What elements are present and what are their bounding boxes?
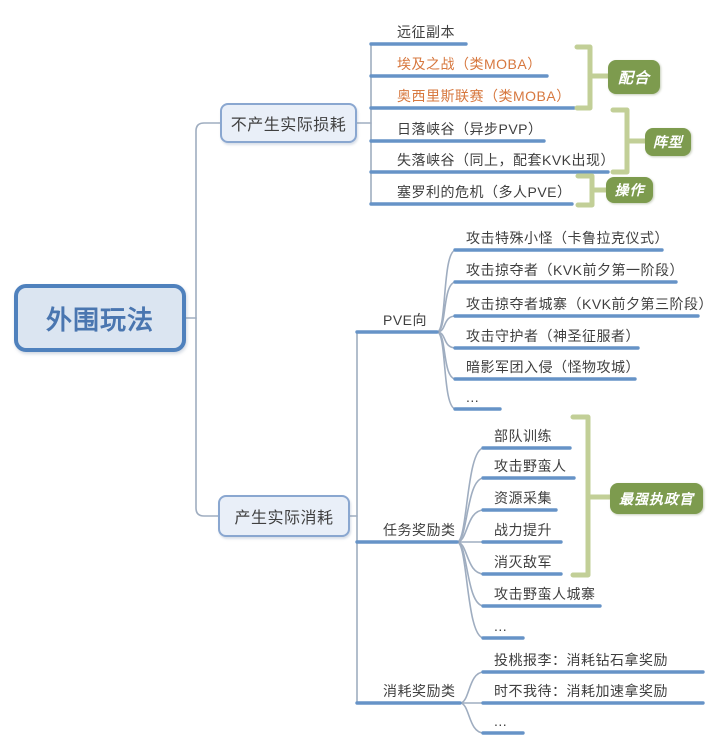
- task-leaf-1[interactable]: 攻击野蛮人: [494, 458, 567, 474]
- task-leaf-3[interactable]: 战力提升: [494, 522, 552, 538]
- group-task-reward[interactable]: 任务奖励类: [383, 522, 456, 538]
- pve-leaf-3[interactable]: 攻击守护者（神圣征服者）: [466, 328, 640, 344]
- summary-label-operation[interactable]: 操作: [606, 177, 653, 203]
- connector-lines: [185, 43, 485, 734]
- branch1-leaf-3[interactable]: 日落峡谷（异步PVP）: [397, 121, 543, 137]
- consume-leaf-2[interactable]: ...: [494, 713, 508, 729]
- summary-label-strongest-governor[interactable]: 最强执政官: [610, 483, 703, 514]
- task-leaf-2[interactable]: 资源采集: [494, 490, 552, 506]
- summary-label-formation[interactable]: 阵型: [645, 128, 691, 156]
- consume-leaf-0[interactable]: 投桃报李：消耗钻石拿奖励: [494, 652, 668, 668]
- branch1-leaf-2[interactable]: 奥西里斯联赛（类MOBA）: [397, 88, 571, 104]
- summary-brackets: [570, 44, 648, 578]
- pve-leaf-2[interactable]: 攻击掠夺者城寨（KVK前夕第三阶段）: [466, 296, 714, 312]
- branch1-leaf-4[interactable]: 失落峡谷（同上，配套KVK出现）: [397, 152, 616, 168]
- branch1-leaf-5[interactable]: 塞罗利的危机（多人PVE）: [397, 184, 572, 200]
- pve-leaf-1[interactable]: 攻击掠夺者（KVK前夕第一阶段）: [466, 262, 685, 278]
- topic-underlines: [355, 42, 705, 735]
- group-consume-reward[interactable]: 消耗奖励类: [383, 683, 456, 699]
- group-pve[interactable]: PVE向: [383, 312, 428, 328]
- task-leaf-4[interactable]: 消灭敌军: [494, 554, 552, 570]
- pve-leaf-5[interactable]: ...: [466, 389, 480, 405]
- pve-leaf-0[interactable]: 攻击特殊小怪（卡鲁拉克仪式）: [466, 230, 669, 246]
- task-leaf-0[interactable]: 部队训练: [494, 428, 552, 444]
- branch1-leaf-1[interactable]: 埃及之战（类MOBA）: [397, 56, 542, 72]
- branch-real-consumption[interactable]: 产生实际消耗: [218, 495, 350, 537]
- summary-label-cooperation[interactable]: 配合: [608, 60, 660, 94]
- pve-leaf-4[interactable]: 暗影军团入侵（怪物攻城）: [466, 359, 640, 375]
- root-topic[interactable]: 外围玩法: [14, 284, 186, 352]
- branch1-leaf-0[interactable]: 远征副本: [397, 24, 455, 40]
- consume-leaf-1[interactable]: 时不我待：消耗加速拿奖励: [494, 683, 668, 699]
- task-leaf-5[interactable]: 攻击野蛮人城寨: [494, 586, 596, 602]
- branch-no-real-loss[interactable]: 不产生实际损耗: [220, 103, 357, 143]
- task-leaf-6[interactable]: ...: [494, 618, 508, 634]
